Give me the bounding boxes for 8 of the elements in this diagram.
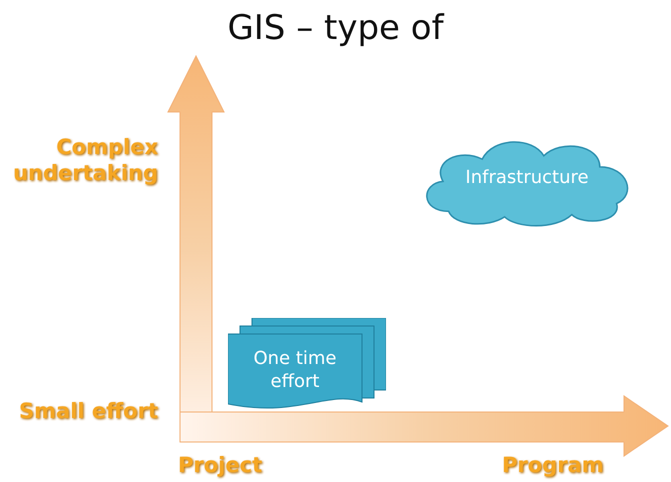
node-text: One time effort (252, 346, 338, 394)
node-text: Infrastructure (465, 166, 589, 190)
axis-label: Small effort (18, 398, 158, 424)
axis-label: Complex undertaking (12, 134, 158, 186)
axis-label: Project (178, 452, 262, 478)
axis-label: Program (502, 452, 604, 478)
document-stack-shape (228, 318, 386, 410)
title: GIS – type of (226, 8, 446, 48)
